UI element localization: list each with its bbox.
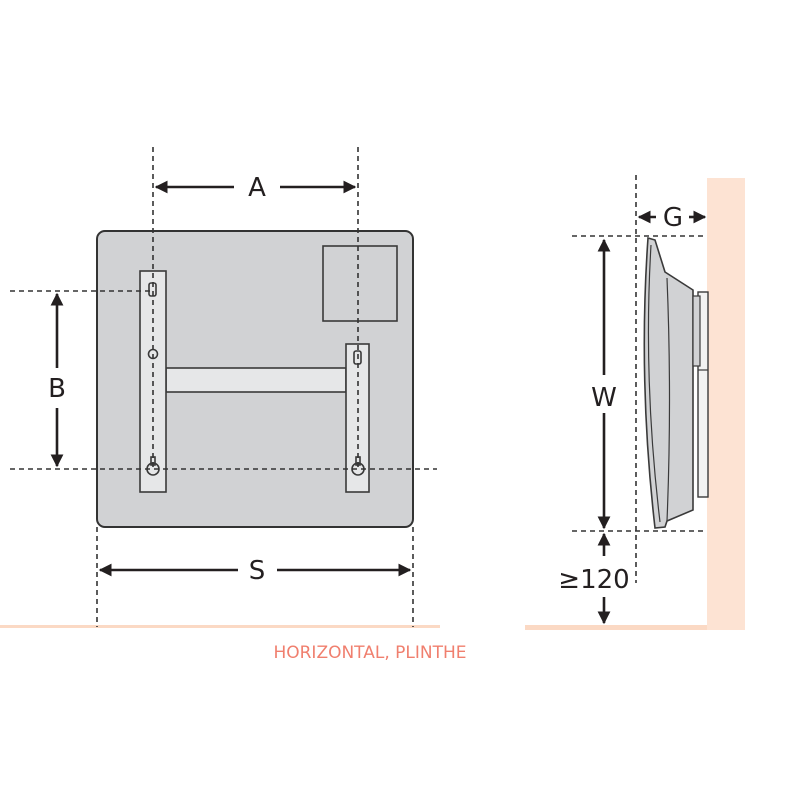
caption: HORIZONTAL, PLINTHE xyxy=(273,643,466,663)
heater-side-profile xyxy=(643,236,709,529)
side-floor-line xyxy=(525,625,745,630)
wall xyxy=(707,178,745,630)
label-w: W xyxy=(591,383,617,413)
crossbar xyxy=(165,367,347,393)
label-b: B xyxy=(48,374,66,404)
label-clearance: ≥120 xyxy=(558,565,629,595)
label-a: A xyxy=(248,173,266,203)
front-floor-line xyxy=(0,625,440,628)
label-s: S xyxy=(249,556,266,586)
control-box xyxy=(322,245,398,322)
label-g: G xyxy=(663,203,683,233)
